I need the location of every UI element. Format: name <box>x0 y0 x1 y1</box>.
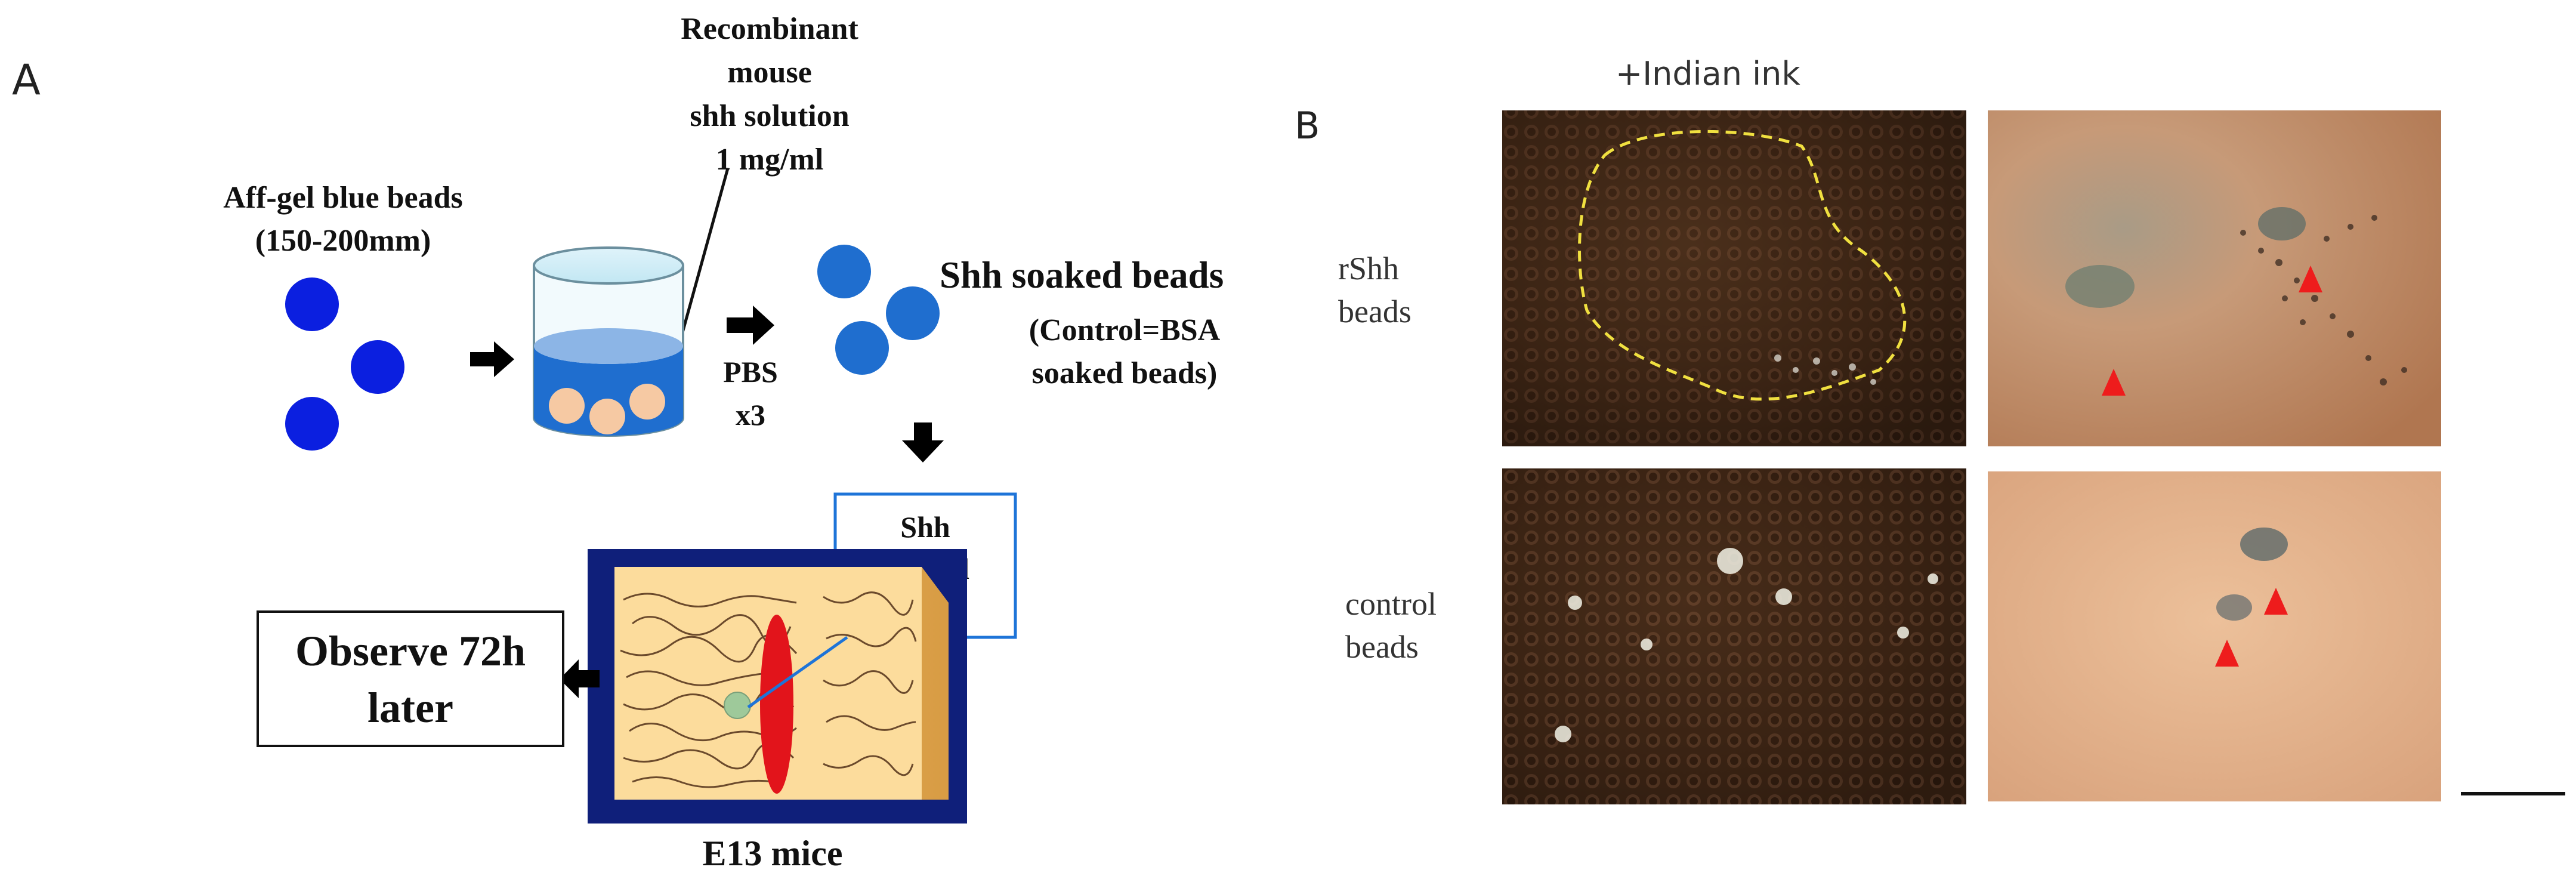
arrowhead-icon <box>2264 588 2288 615</box>
callout-pointer <box>747 636 848 709</box>
soaked-subtitle: (Control=BSA soaked beads) <box>1029 313 1221 390</box>
photo-rshh-color <box>1988 110 2441 446</box>
arrowhead-icon <box>2102 369 2126 396</box>
affgel-label: Aff-gel blue beads (150-200mm) <box>223 181 463 258</box>
svg-text:Aff-gel blue beads: Aff-gel blue beads <box>223 181 463 215</box>
arrowhead-icon <box>2215 640 2239 667</box>
panel-b-letter: B <box>1295 104 1320 147</box>
arrow-right-icon <box>727 306 774 345</box>
mouse-label: E13 mice <box>703 834 843 873</box>
svg-text:mouse: mouse <box>727 55 812 90</box>
photo-control-ink <box>1502 468 1966 804</box>
photo-rshh-ink <box>1502 110 1966 446</box>
recombinant-label: Recombinant mouse shh solution 1 mg/ml <box>681 12 858 177</box>
svg-text:rShh: rShh <box>1338 251 1399 286</box>
pointer-line <box>675 168 730 353</box>
affgel-beads <box>285 277 404 451</box>
soaked-title: Shh soaked beads <box>940 254 1224 296</box>
solution-cup <box>533 246 684 437</box>
row-label-rshh: rShh beads <box>1338 251 1411 329</box>
svg-text:Observe 72h: Observe 72h <box>295 627 526 675</box>
svg-text:Recombinant: Recombinant <box>681 12 858 46</box>
panel-a-letter: A <box>12 55 41 104</box>
soaked-beads <box>817 245 940 375</box>
arrow-right-icon <box>470 341 514 377</box>
svg-text:Shh: Shh <box>900 510 950 544</box>
observe-label: Observe 72h later <box>295 627 526 732</box>
svg-text:shh solution: shh solution <box>690 99 849 133</box>
pbs-wash-label: PBS x3 <box>723 355 778 431</box>
observe-box <box>257 610 564 747</box>
svg-text:1 mg/ml: 1 mg/ml <box>716 143 824 177</box>
arrow-left-icon <box>560 659 600 698</box>
svg-text:PBS: PBS <box>723 355 778 388</box>
svg-text:later: later <box>367 684 453 732</box>
arrowhead-icon <box>2299 266 2322 292</box>
svg-text:control: control <box>1345 586 1437 622</box>
svg-text:(Control=BSA: (Control=BSA <box>1029 313 1221 347</box>
photo-control-color <box>1988 471 2441 801</box>
svg-text:soaked beads): soaked beads) <box>1032 356 1218 390</box>
row-label-control: control beads <box>1345 586 1437 665</box>
arrow-down-icon <box>902 422 944 462</box>
svg-text:beads: beads <box>1338 294 1411 329</box>
svg-text:x3: x3 <box>736 398 765 431</box>
column-header: +Indian ink <box>1616 55 1800 92</box>
svg-text:(150-200mm): (150-200mm) <box>255 224 431 258</box>
svg-text:beads: beads <box>1345 629 1419 665</box>
